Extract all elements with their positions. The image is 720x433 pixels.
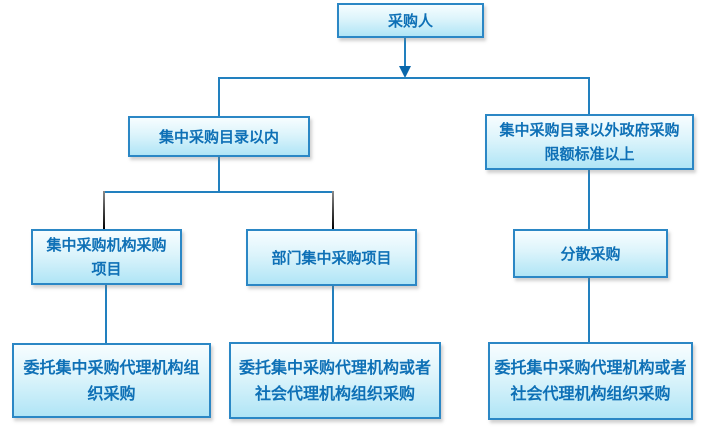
connector-purchaser-down bbox=[404, 38, 406, 67]
node-central-agency-projects: 集中采购机构采购 项目 bbox=[31, 229, 182, 285]
connector-level2-horizontal bbox=[103, 191, 334, 193]
node-department-projects: 部门集中采购项目 bbox=[246, 229, 417, 286]
node-entrust-central-agency: 委托集中采购代理机构组 织采购 bbox=[12, 343, 211, 418]
connector-level1-horizontal bbox=[218, 77, 590, 79]
arrow-down-icon bbox=[399, 66, 411, 78]
connector-to-within-catalog bbox=[218, 77, 220, 116]
connector-department-down bbox=[332, 286, 334, 342]
connector-within-catalog-down bbox=[218, 157, 220, 192]
connector-outside-catalog-down bbox=[588, 170, 590, 229]
connector-to-central-agency bbox=[103, 191, 105, 229]
connector-to-outside-catalog bbox=[588, 77, 590, 115]
connector-to-department bbox=[332, 191, 334, 229]
node-entrust-central-or-social-2: 委托集中采购代理机构或者 社会代理机构组织采购 bbox=[488, 342, 693, 420]
node-decentralized-procurement: 分散采购 bbox=[513, 229, 668, 278]
node-within-catalog: 集中采购目录以内 bbox=[128, 116, 310, 157]
connector-central-agency-down bbox=[105, 285, 107, 343]
node-outside-catalog: 集中采购目录以外政府采购 限额标准以上 bbox=[485, 114, 694, 170]
connector-decentralized-down bbox=[588, 278, 590, 342]
node-purchaser: 采购人 bbox=[337, 3, 484, 38]
node-entrust-central-or-social-1: 委托集中采购代理机构或者 社会代理机构组织采购 bbox=[229, 342, 441, 419]
